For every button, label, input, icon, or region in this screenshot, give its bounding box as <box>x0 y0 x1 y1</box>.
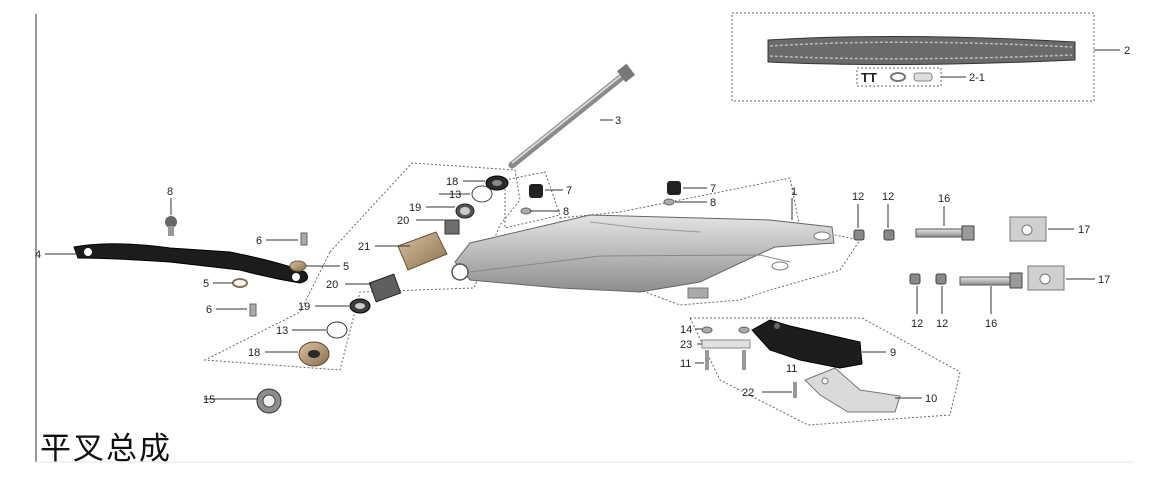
callout-c6a: 6 <box>256 235 262 247</box>
callout-c18a: 18 <box>446 176 458 188</box>
master-link: TT <box>861 70 933 85</box>
callout-c12b: 12 <box>882 191 894 203</box>
upper-bolt-parts <box>520 181 681 215</box>
callout-c19a: 19 <box>409 202 421 214</box>
callout-c16b: 16 <box>985 318 997 330</box>
pivot-group-outline <box>203 162 521 371</box>
chain-guide-group-outline <box>689 317 961 426</box>
small-fasteners <box>165 216 308 317</box>
callout-c10: 10 <box>925 393 937 405</box>
callout-c13b: 13 <box>276 325 288 337</box>
callout-c1: 1 <box>791 186 797 198</box>
callout-c20b: 20 <box>326 279 338 291</box>
callout-c22: 22 <box>742 387 754 399</box>
swingarm-axle <box>508 63 636 169</box>
callout-c8c: 8 <box>167 186 173 198</box>
callout-c3: 3 <box>615 115 621 127</box>
bolt-group-outline <box>504 171 561 229</box>
callout-c7a: 7 <box>566 185 572 197</box>
callout-c18b: 18 <box>248 347 260 359</box>
callout-c12a: 12 <box>852 191 864 203</box>
chain-slider <box>73 243 309 284</box>
callout-c17b: 17 <box>1098 274 1110 286</box>
callout-c2-1: 2-1 <box>969 72 985 84</box>
adjuster-parts <box>853 216 1065 291</box>
svg-text:TT: TT <box>861 70 877 85</box>
callout-c16a: 16 <box>938 193 950 205</box>
callout-c7b: 7 <box>710 183 716 195</box>
callout-c5b: 5 <box>203 278 209 290</box>
callout-c9: 9 <box>890 347 896 359</box>
swingarm <box>451 214 835 299</box>
callout-c11a: 11 <box>680 358 691 370</box>
chain-group-outline <box>731 12 1095 102</box>
callout-c13a: 13 <box>449 189 461 201</box>
callout-c6b: 6 <box>206 304 212 316</box>
callout-c8a: 8 <box>563 206 569 218</box>
chain-guide-parts <box>701 319 901 413</box>
callout-c15: 15 <box>203 394 215 406</box>
leader-lines <box>45 49 1120 400</box>
callout-c14: 14 <box>680 324 692 336</box>
callout-labels: 1 2 2-1 3 4 5 5 6 6 7 7 8 8 8 9 10 11 11… <box>35 45 1130 406</box>
callout-c20a: 20 <box>397 215 409 227</box>
callout-c2: 2 <box>1124 45 1130 57</box>
callout-c12c: 12 <box>911 318 923 330</box>
callout-c5a: 5 <box>343 261 349 273</box>
pivot-parts <box>256 175 509 414</box>
callout-c8b: 8 <box>710 197 716 209</box>
drive-chain <box>767 35 1076 66</box>
callout-c19b: 19 <box>298 301 310 313</box>
callout-c21: 21 <box>358 241 370 253</box>
callout-c12d: 12 <box>936 318 948 330</box>
callout-c17a: 17 <box>1078 224 1090 236</box>
callout-c23: 23 <box>680 339 692 351</box>
swingarm-group-outline <box>559 177 861 306</box>
callout-c11b: 11 <box>786 363 797 375</box>
callout-c4: 4 <box>35 249 41 261</box>
assembly-title: 平叉总成 <box>40 431 172 467</box>
